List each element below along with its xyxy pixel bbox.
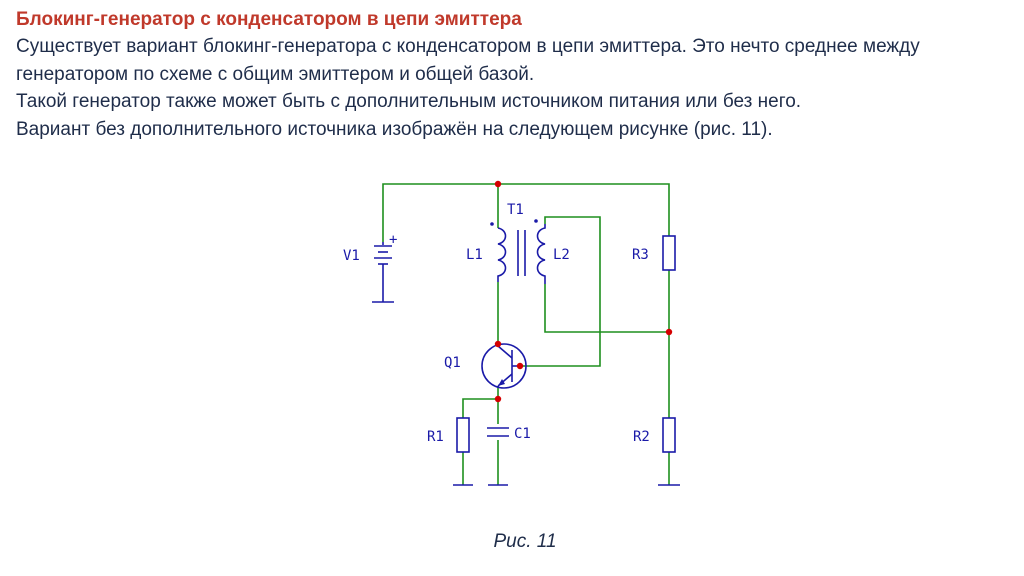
junction-divider xyxy=(665,328,673,336)
resistor-r1 xyxy=(456,417,470,453)
label-r3: R3 xyxy=(632,247,649,263)
paragraph-2: Такой генератор также может быть с допол… xyxy=(16,91,802,112)
label-r1: R1 xyxy=(427,429,444,445)
capacitor-c1 xyxy=(487,427,509,486)
wire-emitter-to-r1 xyxy=(462,398,498,418)
junction-emitter xyxy=(494,395,502,403)
wire-l2-to-base xyxy=(520,216,601,367)
paragraph-1: Существует вариант блокинг-генератора с … xyxy=(16,36,920,85)
slide-body: Существует вариант блокинг-генератора с … xyxy=(16,33,1006,143)
label-t1: T1 xyxy=(507,202,524,218)
transformer-t1 xyxy=(490,219,546,284)
wires xyxy=(382,183,670,485)
label-plus: + xyxy=(389,232,397,248)
wire-l2-to-divider xyxy=(544,284,669,333)
junction-top xyxy=(494,180,502,188)
label-l1: L1 xyxy=(466,247,483,263)
label-q1: Q1 xyxy=(444,355,461,371)
label-r2: R2 xyxy=(633,429,650,445)
junction-base xyxy=(516,362,524,370)
wire-top-rail xyxy=(382,183,670,242)
figure-caption: Рис. 11 xyxy=(493,531,557,552)
junction-collector xyxy=(494,340,502,348)
label-c1: C1 xyxy=(514,426,531,442)
coil-l2 xyxy=(536,224,546,284)
label-v1: V1 xyxy=(343,248,360,264)
slide-title: Блокинг-генератор с конденсатором в цепи… xyxy=(16,9,522,30)
coil-l1 xyxy=(497,227,507,282)
label-l2: L2 xyxy=(553,247,570,263)
resistor-r2 xyxy=(662,417,676,453)
transistor-q1 xyxy=(481,343,527,389)
battery-v1: + xyxy=(372,232,397,303)
paragraph-3: Вариант без дополнительного источника из… xyxy=(16,118,773,140)
resistor-r3 xyxy=(662,235,676,271)
